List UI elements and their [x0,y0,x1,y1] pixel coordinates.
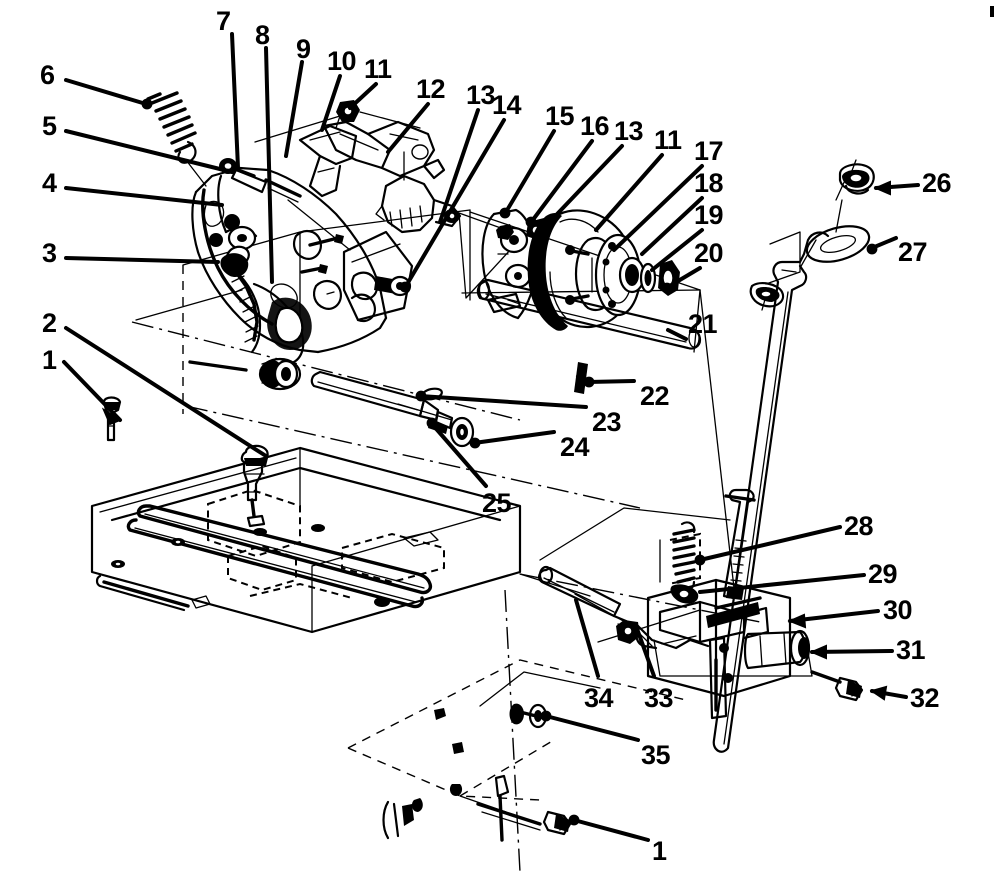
part-pawl-13 [375,174,462,234]
part-gear-25 [188,357,302,391]
callout-number-14: 14 [492,90,522,120]
callout-number-25: 25 [482,488,512,518]
callout-number-35: 35 [641,740,671,770]
callout-number-28: 28 [844,511,874,541]
callout-number-24: 24 [560,432,590,462]
callout-number-18: 18 [694,168,724,198]
part-washer-19 [639,262,657,294]
callout-number-15: 15 [545,101,575,131]
callout-number-1: 1 [652,836,667,866]
callout-number-19: 19 [694,200,724,230]
callout-number-16: 16 [580,111,610,141]
callout-number-31: 31 [896,635,926,665]
part-bolt-7 [219,158,268,194]
part-bracket-12 [366,120,446,181]
callout-number-32: 32 [910,683,940,713]
callout-number-34: 34 [584,683,614,713]
part-shaft-23 [310,370,454,434]
part-screw-1-bottom [542,810,572,836]
part-transaxle-housing-3 [191,166,414,366]
callout-number-13: 13 [466,80,496,110]
callout-number-6: 6 [40,60,55,90]
callout-number-23: 23 [592,407,622,437]
callout-number-30: 30 [883,595,913,625]
callout-number-10: 10 [327,46,357,76]
part-spring-6 [146,91,207,187]
part-shift-rod-27 [712,177,871,753]
callout-number-20: 20 [694,238,724,268]
part-screw-32 [810,670,864,702]
page-corner-tick [990,6,994,17]
callout-number-5: 5 [42,111,57,141]
callout-number-2: 2 [42,308,57,338]
callout-number-11: 11 [364,54,392,84]
part-screw-1-left [102,396,122,442]
part-frame-2 [90,444,522,634]
callout-number-17: 17 [694,136,724,166]
part-bushing-31 [743,629,811,670]
callout-number-21: 21 [688,309,718,339]
callout-number-13: 13 [614,116,644,146]
callout-number-9: 9 [296,34,311,64]
callout-number-12: 12 [416,74,446,104]
part-rollpin-22 [574,362,588,394]
part-nut-20 [658,260,680,296]
callout-number-22: 22 [640,381,670,411]
callout-number-1: 1 [42,345,57,375]
callout-number-33: 33 [644,683,674,713]
callout-number-27: 27 [898,237,928,267]
callout-number-8: 8 [255,20,270,50]
part-hub-18 [565,233,646,317]
callout-number-11: 11 [654,125,682,155]
part-plate-small [749,282,785,308]
part-lever-10 [322,120,392,170]
callout-number-3: 3 [42,238,57,268]
part-knob-26 [838,163,875,195]
callout-number-7: 7 [216,6,231,36]
callout-number-4: 4 [42,168,57,198]
callout-number-26: 26 [922,168,952,198]
callout-number-29: 29 [868,559,898,589]
part-hardware-35 [382,703,548,842]
